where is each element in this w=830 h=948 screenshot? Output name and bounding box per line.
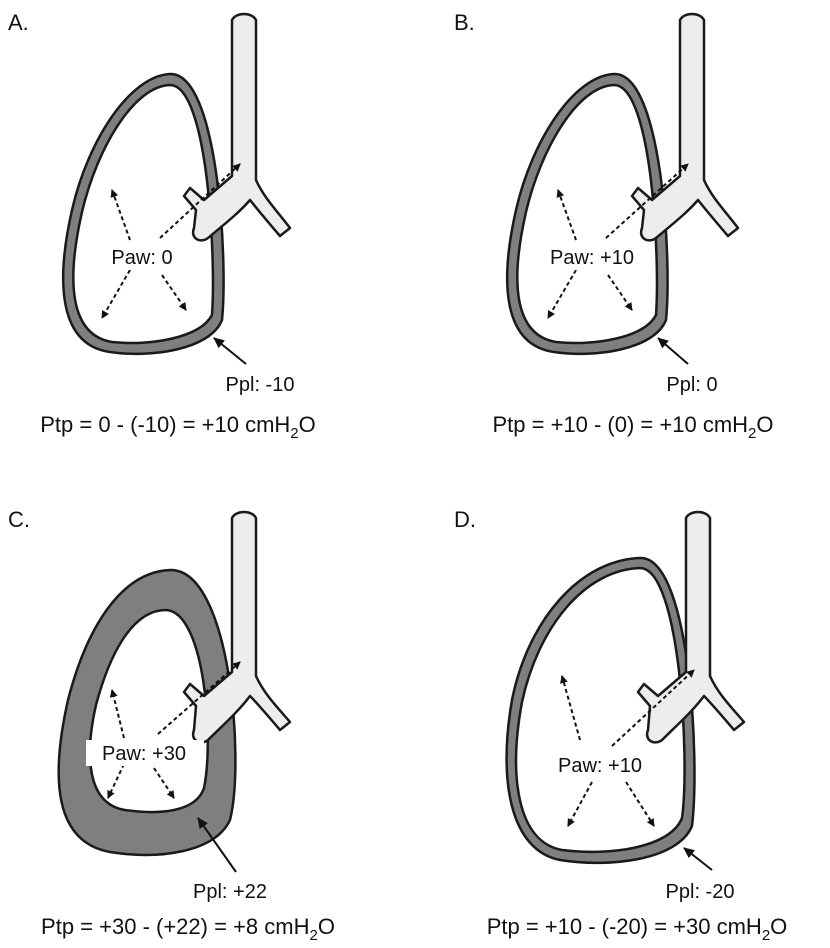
panel-d-equation: Ptp = +10 - (-20) = +30 cmH2O [487,914,788,944]
panel-b-paw-label: Paw: +10 [550,247,634,269]
panel-b-letter: B. [454,10,475,35]
panel-a-letter: A. [8,10,29,35]
panel-c-paw-label: Paw: +30 [102,743,186,765]
panel-d-paw-label: Paw: +10 [558,755,642,777]
panel-c-letter: C. [8,507,30,532]
panel-a: A. Paw: 0 Ppl: -10 Ptp = 0 - (-10) = +10… [8,10,316,442]
panel-a-paw-label: Paw: 0 [111,247,172,269]
panel-c: C. Paw: +30 Ppl: +22 Ptp = +30 - (+22) =… [8,507,335,944]
panel-c-ppl-label: Ppl: +22 [193,881,267,903]
panel-d-letter: D. [454,507,476,532]
panel-d-ppl-arrow [684,848,712,870]
panel-a-ppl-label: Ppl: -10 [226,374,295,396]
panel-d-ppl-label: Ppl: -20 [666,881,735,903]
panel-b: B. Paw: +10 Ppl: 0 Ptp = +10 - (0) = +10… [454,10,774,442]
panel-d: D. Paw: +10 Ppl: -20 Ptp = +10 - (-20) =… [454,507,787,944]
panel-b-ppl-label: Ppl: 0 [666,374,717,396]
panel-b-ppl-arrow [658,338,688,364]
panel-a-ppl-arrow [214,338,246,364]
panel-b-equation: Ptp = +10 - (0) = +10 cmH2O [492,412,773,442]
panel-c-equation: Ptp = +30 - (+22) = +8 cmH2O [41,914,335,944]
panel-a-equation: Ptp = 0 - (-10) = +10 cmH2O [40,412,316,442]
